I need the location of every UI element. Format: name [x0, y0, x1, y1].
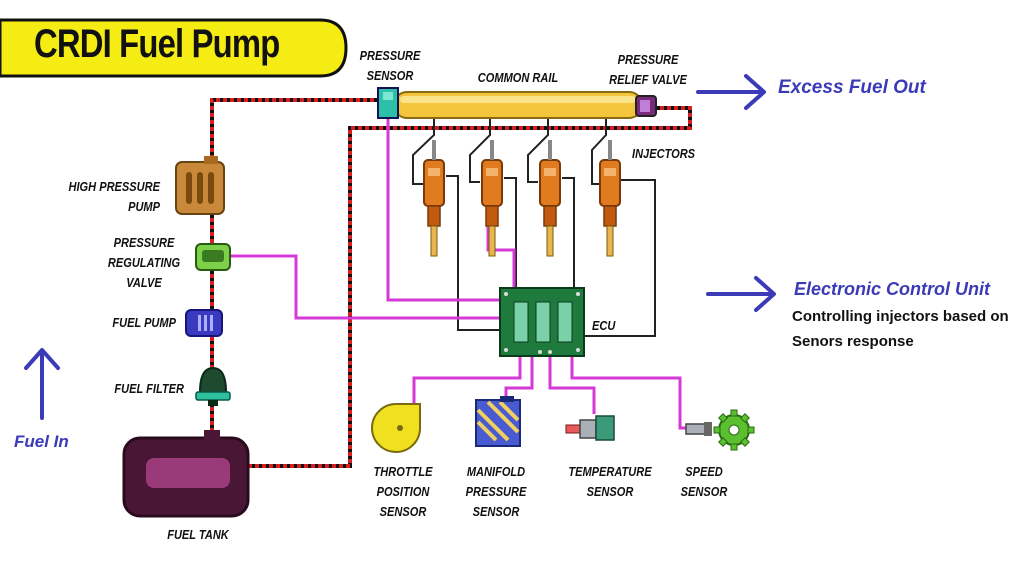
manifold-pressure-sensor-label: MANIFOLD PRESSURE SENSOR: [465, 464, 527, 519]
injector-4: [599, 140, 621, 257]
common-rail-label: COMMON RAIL: [477, 70, 559, 85]
throttle-position-sensor: [371, 403, 421, 453]
page-title: CRDI Fuel Pump: [34, 22, 280, 66]
fuel-tank: [122, 430, 250, 518]
pressure-regulating-valve-label: PRESSURE REGULATING VALVE: [107, 235, 181, 290]
speed-sensor-label: SPEED SENSOR: [680, 464, 728, 499]
ecu-board: [499, 287, 585, 357]
fuel-filter: [195, 366, 231, 406]
injector-1: [423, 140, 445, 257]
ecu-label: ECU: [592, 318, 616, 333]
title-banner: [0, 18, 348, 78]
ecu-callout-arrow: [706, 276, 776, 312]
pressure-relief-valve-label: PRESSURE RELIEF VALVE: [609, 52, 687, 87]
injector-feed-lines: [412, 118, 607, 185]
high-pressure-pump-label: HIGH PRESSURE PUMP: [68, 179, 160, 214]
manifold-pressure-sensor: [475, 396, 521, 447]
fuel-tank-label: FUEL TANK: [167, 527, 229, 542]
pressure-sensor-label: PRESSURE SENSOR: [359, 48, 421, 83]
excess-fuel-out-label: Excess Fuel Out: [778, 77, 926, 98]
pressure-regulating-valve: [195, 243, 231, 271]
pressure-relief-valve: [635, 95, 657, 117]
injectors-label: INJECTORS: [632, 146, 696, 161]
fuel-in-arrow: [24, 348, 60, 420]
high-pressure-pump: [175, 156, 225, 215]
injector-2: [481, 140, 503, 257]
control-wires: [446, 175, 656, 337]
ecu-callout-description: Controlling injectors based on Senors re…: [792, 308, 1009, 350]
injector-3: [539, 140, 561, 257]
speed-sensor: [685, 409, 755, 451]
ecu-callout-title: Electronic Control Unit: [794, 279, 991, 299]
fuel-filter-label: FUEL FILTER: [114, 381, 184, 396]
fuel-pump: [185, 309, 223, 337]
fuel-lines: [210, 98, 692, 468]
temperature-sensor-label: TEMPERATURE SENSOR: [568, 464, 652, 499]
fuel-pump-label: FUEL PUMP: [112, 315, 176, 330]
common-rail: [393, 91, 643, 119]
temperature-sensor: [565, 415, 615, 441]
throttle-position-sensor-label: THROTTLE POSITION SENSOR: [373, 464, 433, 519]
fuel-in-label: Fuel In: [14, 432, 69, 451]
excess-fuel-out-arrow: [696, 74, 766, 110]
pressure-sensor: [377, 87, 399, 119]
